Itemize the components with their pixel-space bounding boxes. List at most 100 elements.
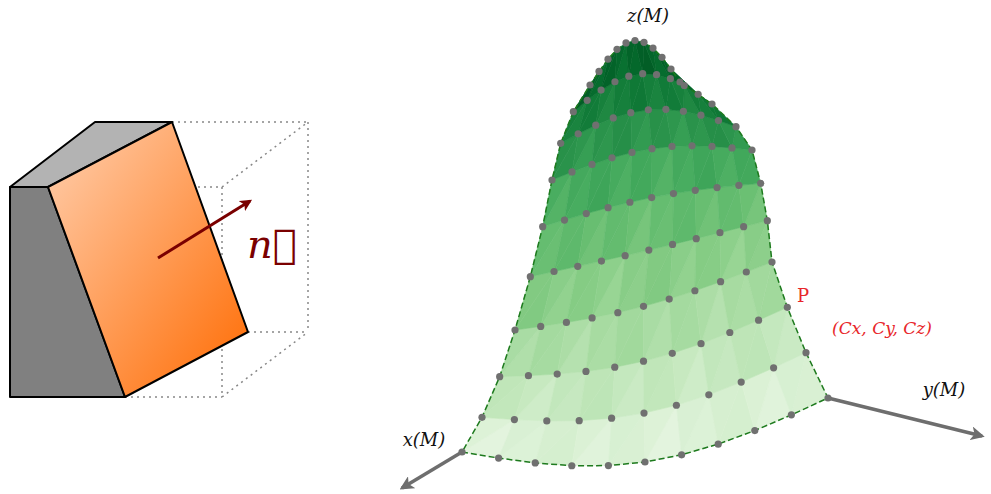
mesh-node: [511, 326, 518, 333]
mesh-facet: [618, 250, 649, 313]
mesh-facet: [601, 202, 629, 261]
mesh-node: [751, 427, 758, 434]
mesh-node: [726, 329, 733, 336]
mesh-node: [543, 417, 550, 424]
mesh-node: [584, 97, 591, 104]
mesh-facet: [643, 42, 657, 74]
mesh-node: [613, 46, 620, 53]
mesh-node: [802, 349, 809, 356]
mesh-facet: [564, 164, 592, 220]
mesh-node: [478, 414, 485, 421]
mesh-node: [557, 140, 564, 147]
mesh-facet: [572, 125, 596, 172]
mesh-node: [554, 370, 561, 377]
mesh-facet: [673, 190, 697, 244]
mesh-node: [527, 273, 534, 280]
mesh-node: [667, 65, 674, 72]
mesh-node: [788, 411, 795, 418]
mesh-node: [611, 364, 618, 371]
mesh-node: [669, 241, 676, 248]
mesh-facet: [643, 74, 657, 110]
mesh-facet: [695, 282, 721, 344]
normal-label: n⃗: [247, 222, 297, 266]
mesh-facet: [629, 74, 643, 113]
mesh-facet: [653, 48, 670, 79]
mesh-facet: [671, 69, 698, 94]
mesh-node: [695, 91, 702, 98]
mesh-node: [708, 100, 715, 107]
mesh-node: [648, 145, 655, 152]
mesh-node: [768, 258, 775, 265]
mesh-node: [605, 462, 612, 469]
axis-label: z(M): [627, 6, 669, 26]
mesh-facet: [586, 313, 618, 372]
mesh-node: [627, 109, 634, 116]
mesh-node: [588, 161, 595, 168]
mesh-node: [595, 68, 602, 75]
mesh-facet: [644, 299, 673, 361]
mesh-node: [563, 319, 570, 326]
mesh-facet: [671, 69, 698, 94]
mesh-facet: [669, 291, 695, 354]
mesh-node: [639, 70, 646, 77]
mesh-node: [628, 149, 635, 156]
mesh-node: [610, 114, 617, 121]
mesh-node: [688, 142, 695, 149]
mesh-node: [604, 204, 611, 211]
mesh-facet: [721, 272, 747, 333]
mesh-node: [673, 402, 680, 409]
mesh-node: [568, 168, 575, 175]
mesh-facet: [644, 405, 676, 462]
mesh-node: [568, 462, 575, 469]
mesh-node: [548, 176, 555, 183]
mesh-node: [640, 39, 647, 46]
mesh-facet: [666, 109, 684, 146]
mesh-facet: [601, 202, 629, 261]
block: [10, 122, 248, 397]
mesh-node: [592, 122, 599, 129]
mesh-facet: [653, 48, 670, 79]
mesh-node: [697, 340, 704, 347]
mesh-facet: [572, 418, 612, 466]
mesh-facet: [612, 361, 644, 418]
mesh-facet: [648, 109, 666, 148]
mesh-facet: [535, 421, 579, 463]
axis-label: y(M): [923, 380, 966, 400]
mesh-facet: [721, 227, 747, 282]
mesh-facet: [672, 146, 692, 194]
mesh-facet: [670, 79, 684, 112]
axis-label: x(M): [403, 430, 446, 450]
mesh-node: [645, 106, 652, 113]
mesh-facet: [615, 306, 644, 367]
mesh-facet: [644, 353, 676, 413]
mesh-node: [537, 323, 544, 330]
mesh-node: [784, 304, 791, 311]
mesh-node: [757, 180, 764, 187]
mesh-node: [692, 187, 699, 194]
mesh-facet: [586, 158, 612, 214]
mesh-node: [561, 216, 568, 223]
mesh-node: [525, 372, 532, 379]
mesh-node: [740, 223, 747, 230]
mesh-node: [645, 247, 652, 254]
mesh-facet: [652, 146, 674, 197]
mesh-facet: [695, 233, 721, 291]
mesh-node: [716, 229, 723, 236]
mesh-node: [576, 417, 583, 424]
mesh-facet: [739, 183, 761, 226]
surface-outline: [462, 41, 828, 466]
mesh-node: [717, 278, 724, 285]
mesh-node: [640, 303, 647, 310]
mesh-node: [625, 73, 632, 80]
mesh-facet: [579, 367, 615, 420]
mesh-facet: [644, 353, 673, 413]
mesh-facet: [645, 405, 682, 462]
mesh-facet: [564, 164, 592, 220]
mesh-facet: [572, 418, 612, 466]
mesh-node: [608, 154, 615, 161]
mesh-node: [649, 45, 656, 52]
mesh-node: [662, 106, 669, 113]
mesh-node: [735, 182, 742, 189]
coordinate-label: (Cx, Cy, Cz): [832, 319, 932, 338]
